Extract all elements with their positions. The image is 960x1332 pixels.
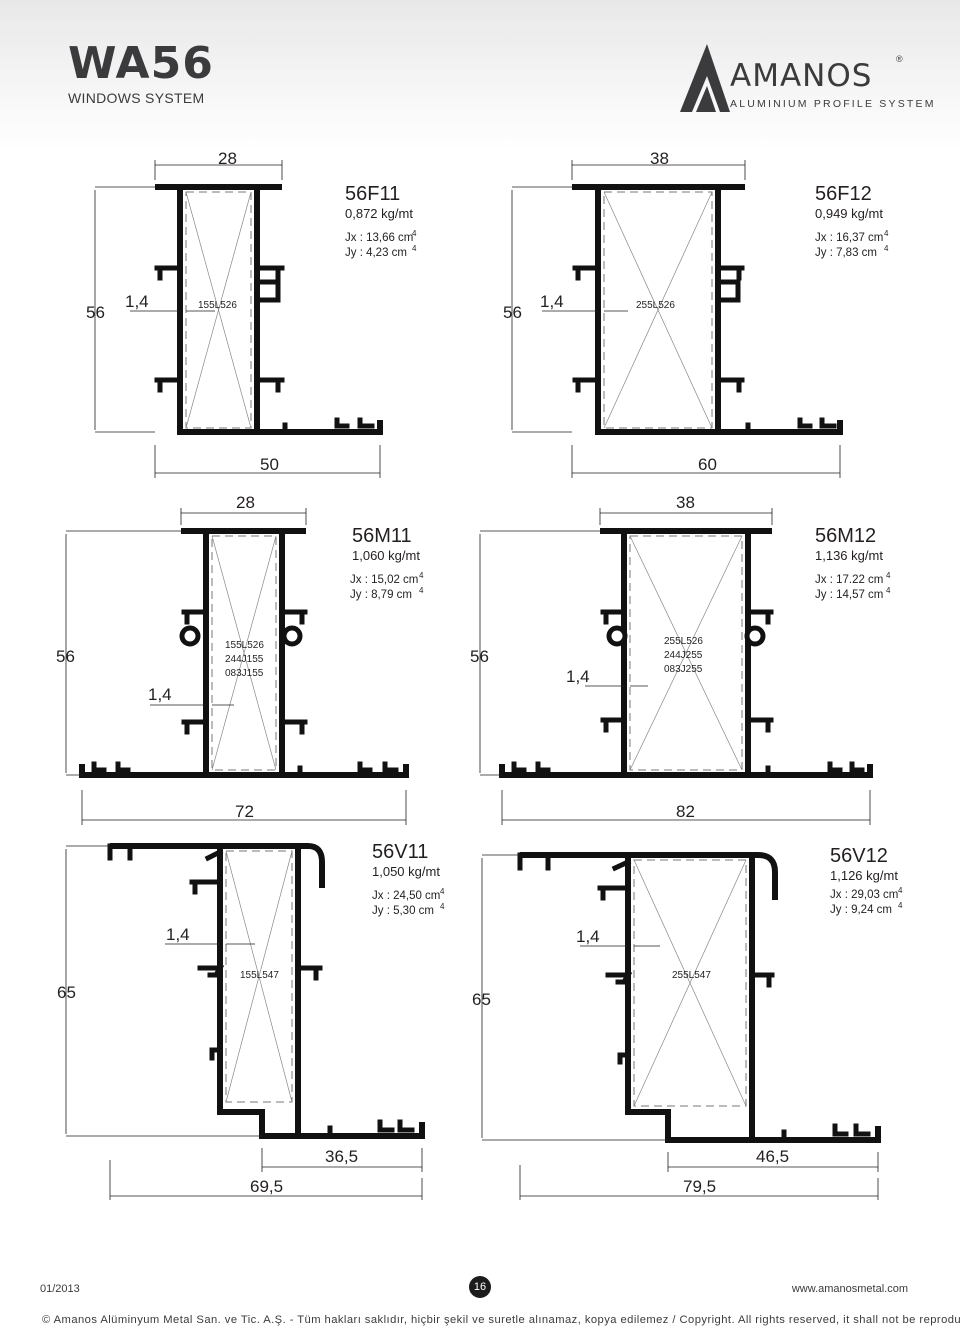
header-band <box>0 0 960 150</box>
gasket-code: 244J255 <box>664 650 703 661</box>
inertia-jx: Jx : 17.22 cm <box>815 574 883 586</box>
dim-height: 56 <box>56 647 75 666</box>
gasket-code: 255L526 <box>664 636 703 647</box>
profile-weight: 1,126 kg/mt <box>830 868 898 883</box>
dim-height: 56 <box>503 303 522 322</box>
dim-width-bottom: 50 <box>260 455 279 474</box>
inertia-jy: Jy : 14,57 cm <box>815 589 883 601</box>
exponent: 4 <box>440 902 445 911</box>
gasket-code: 244J155 <box>225 654 264 665</box>
profile-code: 56M12 <box>815 525 876 547</box>
inertia-jy: Jy : 4,23 cm <box>345 247 407 259</box>
dim-wall: 1,4 <box>540 292 564 311</box>
dim-height: 56 <box>86 303 105 322</box>
dim-wall: 1,4 <box>566 667 590 686</box>
registered-mark: ® <box>896 54 903 64</box>
profile-code: 56V11 <box>372 841 428 863</box>
inertia-jx: Jx : 29,03 cm <box>830 889 898 901</box>
profile-56m12 <box>479 508 873 825</box>
dim-inner-width: 46,5 <box>756 1147 789 1166</box>
profile-weight: 0,949 kg/mt <box>815 206 883 221</box>
dim-width-bottom: 60 <box>698 455 717 474</box>
gasket-code: 255L547 <box>672 970 711 981</box>
dim-height: 65 <box>57 983 76 1002</box>
brand-tagline: ALUMINIUM PROFILE SYSTEM <box>730 98 936 110</box>
exponent: 4 <box>419 586 424 595</box>
profile-code: 56M11 <box>352 525 412 547</box>
exponent: 4 <box>440 887 445 896</box>
brand-name: AMANOS <box>730 58 873 94</box>
dim-width-top: 28 <box>218 149 237 168</box>
gasket-code: 155L526 <box>225 640 264 651</box>
inertia-jy: Jy : 5,30 cm <box>372 905 434 917</box>
inertia-jx: Jx : 24,50 cm <box>372 890 440 902</box>
profile-weight: 1,050 kg/mt <box>372 864 440 879</box>
profile-weight: 0,872 kg/mt <box>345 206 413 221</box>
exponent: 4 <box>412 229 417 238</box>
inertia-jx: Jx : 16,37 cm <box>815 232 883 244</box>
exponent: 4 <box>884 244 889 253</box>
dim-inner-width: 36,5 <box>325 1147 358 1166</box>
profile-weight: 1,060 kg/mt <box>352 548 420 563</box>
gasket-code: 255L526 <box>636 300 675 311</box>
gasket-code: 083J255 <box>664 664 703 675</box>
profile-56f12 <box>511 160 843 478</box>
exponent: 4 <box>419 571 424 580</box>
dim-wall: 1,4 <box>166 925 190 944</box>
inertia-jx: Jx : 15,02 cm <box>350 574 418 586</box>
dim-width-top: 38 <box>676 493 695 512</box>
inertia-jy: Jy : 9,24 cm <box>830 904 892 916</box>
exponent: 4 <box>412 244 417 253</box>
inertia-jy: Jy : 8,79 cm <box>350 589 412 601</box>
page-number: 16 <box>469 1276 491 1298</box>
dim-width-top: 38 <box>650 149 669 168</box>
inertia-jx: Jx : 13,66 cm <box>345 232 413 244</box>
copyright-notice: © Amanos Alüminyum Metal San. ve Tic. A.… <box>42 1314 960 1326</box>
dim-width-top: 28 <box>236 493 255 512</box>
exponent: 4 <box>886 586 891 595</box>
profile-56v11 <box>65 843 425 1200</box>
exponent: 4 <box>884 229 889 238</box>
dim-width-bottom: 79,5 <box>683 1177 716 1196</box>
inertia-jy: Jy : 7,83 cm <box>815 247 877 259</box>
series-subtitle: WINDOWS SYSTEM <box>68 90 205 106</box>
dim-wall: 1,4 <box>576 927 600 946</box>
exponent: 4 <box>886 571 891 580</box>
dim-wall: 1,4 <box>125 292 149 311</box>
profile-56v12 <box>481 852 881 1200</box>
gasket-code: 155L526 <box>198 300 237 311</box>
gasket-code: 155L547 <box>240 970 279 981</box>
profile-code: 56F11 <box>345 183 400 205</box>
exponent: 4 <box>898 886 903 895</box>
profile-code: 56F12 <box>815 183 872 205</box>
website-link[interactable]: www.amanosmetal.com <box>791 1283 908 1295</box>
gasket-code: 083J155 <box>225 668 264 679</box>
dim-height: 65 <box>472 990 491 1009</box>
dim-width-bottom: 69,5 <box>250 1177 283 1196</box>
dim-height: 56 <box>470 647 489 666</box>
dim-width-bottom: 72 <box>235 802 254 821</box>
dim-wall: 1,4 <box>148 685 172 704</box>
profile-code: 56V12 <box>830 845 888 867</box>
exponent: 4 <box>898 901 903 910</box>
dim-width-bottom: 82 <box>676 802 695 821</box>
profile-56f11 <box>94 160 383 478</box>
amanos-logo-icon <box>680 44 730 112</box>
profile-56m11 <box>65 508 409 825</box>
series-title: WA56 <box>68 38 214 89</box>
profile-weight: 1,136 kg/mt <box>815 548 883 563</box>
issue-date: 01/2013 <box>40 1283 80 1295</box>
